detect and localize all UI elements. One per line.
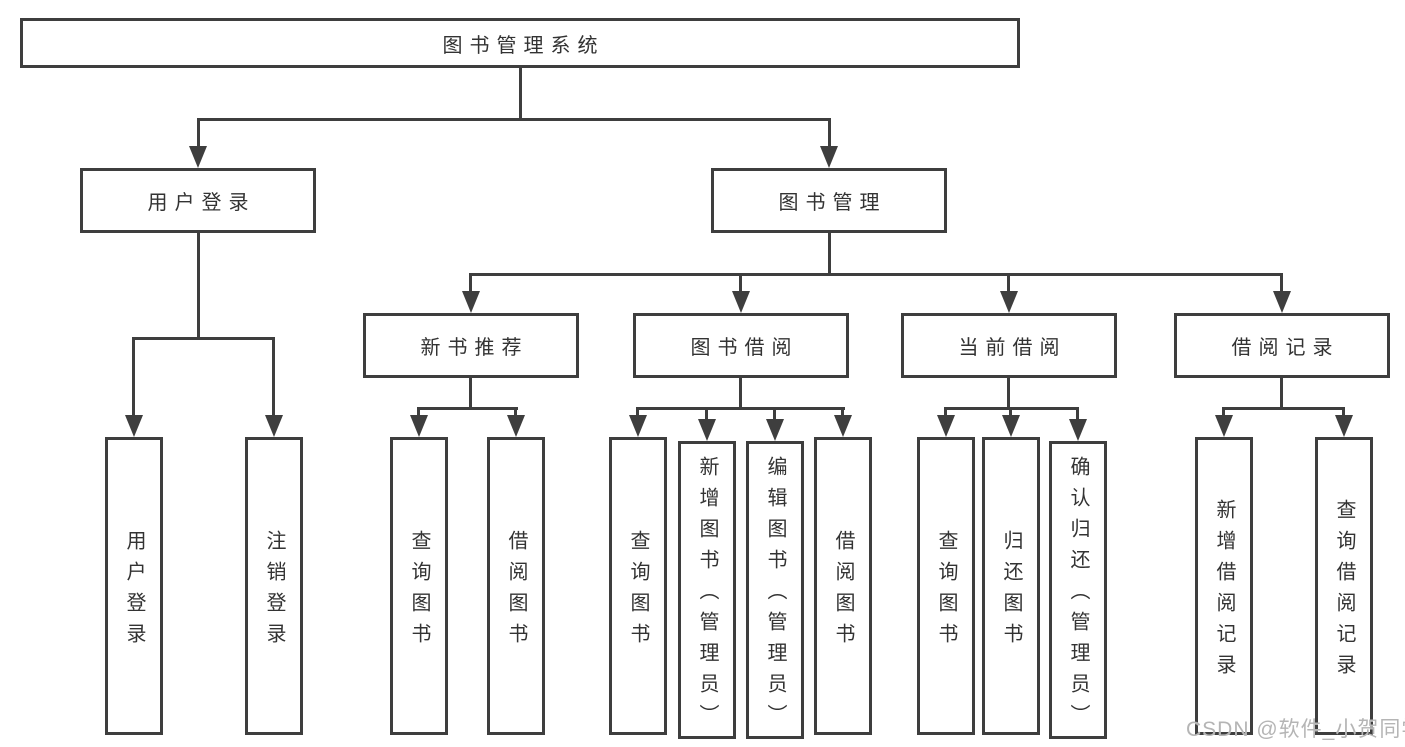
leaf-return-books: 归还图书 bbox=[982, 437, 1040, 735]
node-user-login-label: 用户登录 bbox=[147, 192, 256, 214]
node-new-book-recommend: 新书推荐 bbox=[363, 313, 579, 378]
connector-new-rec-drop-2 bbox=[514, 407, 517, 417]
node-new-book-recommend-label: 新书推荐 bbox=[420, 337, 529, 359]
arrow-to-add-books bbox=[698, 419, 716, 441]
connector-current-drop-2 bbox=[1009, 407, 1012, 417]
arrow-to-borrow-books-1 bbox=[507, 415, 525, 437]
leaf-borrow-books-1-label: 借阅图书 bbox=[505, 529, 527, 654]
leaf-query-books-1: 查询图书 bbox=[390, 437, 448, 735]
connector-borrowing-drop-2 bbox=[705, 407, 708, 421]
leaf-query-borrow-record: 查询借阅记录 bbox=[1315, 437, 1373, 735]
arrow-to-leaf-user-login bbox=[125, 415, 143, 437]
leaf-confirm-return-admin: 确认归还（管理员） bbox=[1049, 441, 1107, 739]
leaf-edit-books-admin: 编辑图书（管理员） bbox=[746, 441, 804, 739]
connector-drop-new-rec bbox=[469, 273, 472, 293]
leaf-return-books-label: 归还图书 bbox=[1000, 529, 1022, 654]
leaf-user-login: 用户登录 bbox=[105, 437, 163, 735]
connector-borrowing-rail bbox=[637, 407, 845, 410]
leaf-borrow-books-1: 借阅图书 bbox=[487, 437, 545, 735]
leaf-confirm-return-admin-label: 确认归还（管理员） bbox=[1067, 456, 1089, 735]
connector-user-login-drop-2 bbox=[272, 337, 275, 417]
leaf-borrow-books-2: 借阅图书 bbox=[814, 437, 872, 735]
node-current-borrowing-label: 当前借阅 bbox=[958, 337, 1067, 359]
connector-borrowing-drop-3 bbox=[773, 407, 776, 421]
connector-drop-records bbox=[1280, 273, 1283, 293]
connector-borrowing-stem bbox=[739, 377, 742, 409]
leaf-query-books-1-label: 查询图书 bbox=[408, 529, 430, 654]
leaf-query-books-2-label: 查询图书 bbox=[627, 529, 649, 654]
arrow-to-borrow-books-2 bbox=[834, 415, 852, 437]
connector-root-stem bbox=[519, 67, 522, 118]
arrow-to-add-record bbox=[1215, 415, 1233, 437]
connector-borrowing-drop-4 bbox=[841, 407, 844, 417]
connector-book-mgmt-rail bbox=[469, 273, 1283, 276]
leaf-query-books-2: 查询图书 bbox=[609, 437, 667, 735]
connector-records-rail bbox=[1223, 407, 1345, 410]
connector-current-drop-1 bbox=[944, 407, 947, 417]
node-book-borrowing: 图书借阅 bbox=[633, 313, 849, 378]
node-current-borrowing: 当前借阅 bbox=[901, 313, 1117, 378]
node-book-management: 图书管理 bbox=[711, 168, 947, 233]
node-borrowing-records-label: 借阅记录 bbox=[1231, 337, 1340, 359]
connector-root-rail bbox=[197, 118, 831, 121]
leaf-user-login-label: 用户登录 bbox=[123, 529, 145, 654]
arrow-to-current-borrowing bbox=[1000, 291, 1018, 313]
csdn-watermark: CSDN @软件_小贺同学 bbox=[1186, 718, 1405, 741]
connector-current-rail bbox=[945, 407, 1079, 410]
connector-current-stem bbox=[1007, 377, 1010, 409]
leaf-edit-books-admin-label: 编辑图书（管理员） bbox=[764, 456, 786, 735]
node-book-borrowing-label: 图书借阅 bbox=[690, 337, 799, 359]
leaf-logout-login-label: 注销登录 bbox=[263, 529, 285, 654]
connector-root-drop-right bbox=[828, 118, 831, 147]
leaf-add-books-admin-label: 新增图书（管理员） bbox=[696, 456, 718, 735]
connector-root-drop-left bbox=[197, 118, 200, 147]
connector-records-stem bbox=[1280, 377, 1283, 409]
arrow-to-book-management bbox=[820, 146, 838, 168]
connector-records-drop-1 bbox=[1222, 407, 1225, 417]
leaf-add-books-admin: 新增图书（管理员） bbox=[678, 441, 736, 739]
node-library-system-label: 图书管理系统 bbox=[442, 34, 605, 57]
leaf-query-books-3-label: 查询图书 bbox=[935, 529, 957, 654]
connector-user-login-stem bbox=[197, 232, 200, 338]
arrow-to-borrowing-records bbox=[1273, 291, 1291, 313]
node-borrowing-records: 借阅记录 bbox=[1174, 313, 1390, 378]
arrow-to-edit-books bbox=[766, 419, 784, 441]
connector-new-rec-stem bbox=[469, 377, 472, 409]
arrow-to-query-books-1 bbox=[410, 415, 428, 437]
connector-current-drop-3 bbox=[1076, 407, 1079, 421]
connector-book-mgmt-stem bbox=[828, 232, 831, 275]
arrow-to-new-book-recommend bbox=[462, 291, 480, 313]
leaf-query-books-3: 查询图书 bbox=[917, 437, 975, 735]
node-library-system: 图书管理系统 bbox=[20, 18, 1020, 68]
node-book-management-label: 图书管理 bbox=[778, 192, 887, 214]
node-user-login: 用户登录 bbox=[80, 168, 316, 233]
connector-new-rec-drop-1 bbox=[417, 407, 420, 417]
arrow-to-query-books-3 bbox=[937, 415, 955, 437]
arrow-to-leaf-logout bbox=[265, 415, 283, 437]
connector-borrowing-drop-1 bbox=[636, 407, 639, 417]
arrow-to-query-record bbox=[1335, 415, 1353, 437]
connector-drop-current bbox=[1007, 273, 1010, 293]
connector-records-drop-2 bbox=[1342, 407, 1345, 417]
leaf-borrow-books-2-label: 借阅图书 bbox=[832, 529, 854, 654]
arrow-to-book-borrowing bbox=[732, 291, 750, 313]
connector-user-login-rail bbox=[132, 337, 275, 340]
connector-new-rec-rail bbox=[418, 407, 518, 410]
arrow-to-return-books bbox=[1002, 415, 1020, 437]
leaf-logout-login: 注销登录 bbox=[245, 437, 303, 735]
arrow-to-confirm-return bbox=[1069, 419, 1087, 441]
leaf-query-borrow-record-label: 查询借阅记录 bbox=[1333, 498, 1355, 685]
arrow-to-query-books-2 bbox=[629, 415, 647, 437]
connector-user-login-drop-1 bbox=[132, 337, 135, 417]
connector-drop-borrowing bbox=[739, 273, 742, 293]
leaf-add-borrow-record-label: 新增借阅记录 bbox=[1213, 498, 1235, 685]
leaf-add-borrow-record: 新增借阅记录 bbox=[1195, 437, 1253, 735]
arrow-to-user-login bbox=[189, 146, 207, 168]
